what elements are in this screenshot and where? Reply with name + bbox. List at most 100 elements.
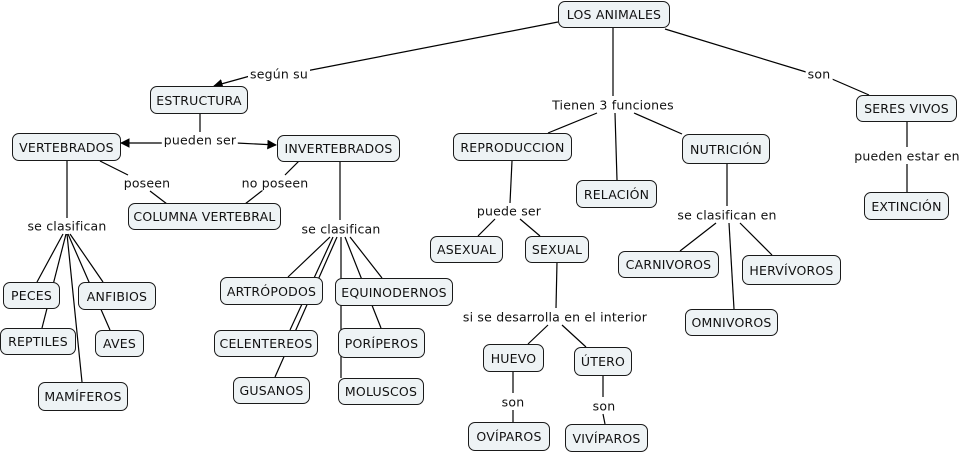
node-label: ESTRUCTURA <box>156 92 242 108</box>
node-label: ASEXUAL <box>436 242 496 257</box>
node-label: INVERTEBRADOS <box>284 141 393 156</box>
node-huevo[interactable]: HUEVO <box>483 344 544 372</box>
node-label: PORÍPEROS <box>344 335 419 351</box>
node-label: EQUINODERNOS <box>341 284 447 300</box>
node-moluscos[interactable]: MOLUSCOS <box>338 378 424 405</box>
line-sce-hervivoros <box>739 222 773 256</box>
link-label-se-clasifican-invertebrados: se clasifican <box>299 221 383 237</box>
line-poseen-columna <box>149 190 168 205</box>
node-anfibios[interactable]: ANFIBIOS <box>78 282 156 310</box>
node-columna-vertebral[interactable]: COLUMNA VERTEBRAL <box>128 203 281 230</box>
node-utero[interactable]: ÚTERO <box>574 347 632 376</box>
line-tienen-nutricion <box>633 112 683 135</box>
link-label-tienen-3-funciones: Tienen 3 funciones <box>550 97 676 113</box>
line-son-seresvivos <box>831 78 870 96</box>
line-sce-omnivoros <box>728 222 735 310</box>
node-label: REPRODUCCION <box>460 139 565 155</box>
line-son-viviparos <box>602 413 606 425</box>
node-label: MAMÍFEROS <box>44 389 122 404</box>
node-los-animales[interactable]: LOS ANIMALES <box>558 1 670 28</box>
node-label: HERVÍVOROS <box>749 262 834 278</box>
line-reproduccion-puedeser <box>509 160 513 204</box>
node-oviparos[interactable]: OVÍPAROS <box>468 422 550 451</box>
line-vsc-peces <box>36 233 64 283</box>
node-peces[interactable]: PECES <box>3 282 60 309</box>
node-label: CARNIVOROS <box>625 257 712 272</box>
node-invertebrados[interactable]: INVERTEBRADOS <box>277 135 400 162</box>
link-label-pueden-ser: pueden ser <box>161 132 239 148</box>
node-mamiferos[interactable]: MAMÍFEROS <box>38 382 128 411</box>
node-label: AVES <box>103 336 136 351</box>
node-reproduccion[interactable]: REPRODUCCION <box>453 133 572 161</box>
node-equinodernos[interactable]: EQUINODERNOS <box>335 278 453 306</box>
node-poriferos[interactable]: PORÍPEROS <box>338 328 425 358</box>
node-label: OVÍPAROS <box>476 429 542 444</box>
line-animales-segunsu <box>305 21 559 72</box>
link-label-puede-ser: puede ser <box>474 203 544 219</box>
node-aves[interactable]: AVES <box>95 330 144 357</box>
node-extincion[interactable]: EXTINCIÓN <box>864 192 949 220</box>
link-label-poseen: poseen <box>121 175 173 191</box>
node-label: REPTILES <box>8 334 68 349</box>
line-isc-equinodernos <box>349 236 383 279</box>
node-relacion[interactable]: RELACIÓN <box>576 180 657 208</box>
node-label: VIVÍPAROS <box>572 430 641 446</box>
node-label: CELENTEREOS <box>219 336 313 351</box>
link-label-se-clasifican-en: se clasifican en <box>675 207 779 223</box>
node-label: ARTRÓPODOS <box>226 283 317 299</box>
node-label: GUSANOS <box>239 383 304 398</box>
node-artropodos[interactable]: ARTRÓPODOS <box>220 277 323 305</box>
link-label-son: son <box>805 66 833 82</box>
link-label-se-clasifican-vertebrados: se clasifican <box>25 218 109 234</box>
line-tienen-relacion <box>614 112 618 181</box>
node-label: PECES <box>11 288 52 303</box>
line-sexual-sidesarrolla <box>555 261 558 309</box>
node-nutricion[interactable]: NUTRICIÓN <box>682 134 770 164</box>
node-label: EXTINCIÓN <box>871 198 942 214</box>
link-label-no-poseen: no poseen <box>239 175 311 191</box>
node-gusanos[interactable]: GUSANOS <box>233 377 310 404</box>
line-vsc-reptiles <box>41 233 67 329</box>
line-vsc-anfibios <box>69 233 104 283</box>
line-vsc-mamiferos <box>66 233 83 383</box>
node-asexual[interactable]: ASEXUAL <box>430 236 503 263</box>
node-reptiles[interactable]: REPTILES <box>0 328 76 355</box>
line-noposeen-columna <box>244 189 264 205</box>
node-carnivoros[interactable]: CARNIVOROS <box>618 251 719 278</box>
line-puedeser-sexual <box>519 218 541 237</box>
node-label: RELACIÓN <box>583 186 650 202</box>
node-label: VERTEBRADOS <box>19 139 114 155</box>
line-sidesarrolla-huevo <box>527 324 549 345</box>
node-label: MOLUSCOS <box>344 384 418 399</box>
node-vertebrados[interactable]: VERTEBRADOS <box>12 133 121 161</box>
node-label: LOS ANIMALES <box>566 7 662 22</box>
line-segunsu-estructura <box>213 75 251 89</box>
node-label: COLUMNA VERTEBRAL <box>133 209 276 224</box>
node-hervivoros[interactable]: HERVÍVOROS <box>742 255 841 285</box>
node-label: ÚTERO <box>580 354 626 369</box>
line-puedeser-asexual <box>477 218 496 237</box>
node-estructura[interactable]: ESTRUCTURA <box>150 86 248 114</box>
line-invertebrados-noposeen <box>284 159 301 176</box>
line-sce-carnivoros <box>679 222 717 252</box>
node-label: SERES VIVOS <box>864 101 949 116</box>
link-label-pueden-estar-en: pueden estar en <box>852 148 959 164</box>
line-puedenser-invertebrados <box>235 139 277 150</box>
node-celentereos[interactable]: CELENTEREOS <box>214 330 318 357</box>
link-label-son-viviparos: son <box>590 398 618 414</box>
node-omnivoros[interactable]: OMNIVOROS <box>685 309 778 336</box>
node-label: SEXUAL <box>531 242 583 257</box>
node-viviparos[interactable]: VIVÍPAROS <box>565 424 648 452</box>
node-label: HUEVO <box>490 350 537 366</box>
link-label-son-oviparos: son <box>499 394 527 410</box>
node-sexual[interactable]: SEXUAL <box>525 236 589 263</box>
node-seres-vivos[interactable]: SERES VIVOS <box>856 95 957 122</box>
node-label: ANFIBIOS <box>86 288 148 304</box>
link-label-si-se-desarrolla: si se desarrolla en el interior <box>460 309 650 325</box>
line-sidesarrolla-utero <box>561 324 587 348</box>
line-animales-son <box>664 28 807 73</box>
link-label-segun-su: según su <box>248 66 310 82</box>
node-label: OMNIVOROS <box>691 315 772 330</box>
